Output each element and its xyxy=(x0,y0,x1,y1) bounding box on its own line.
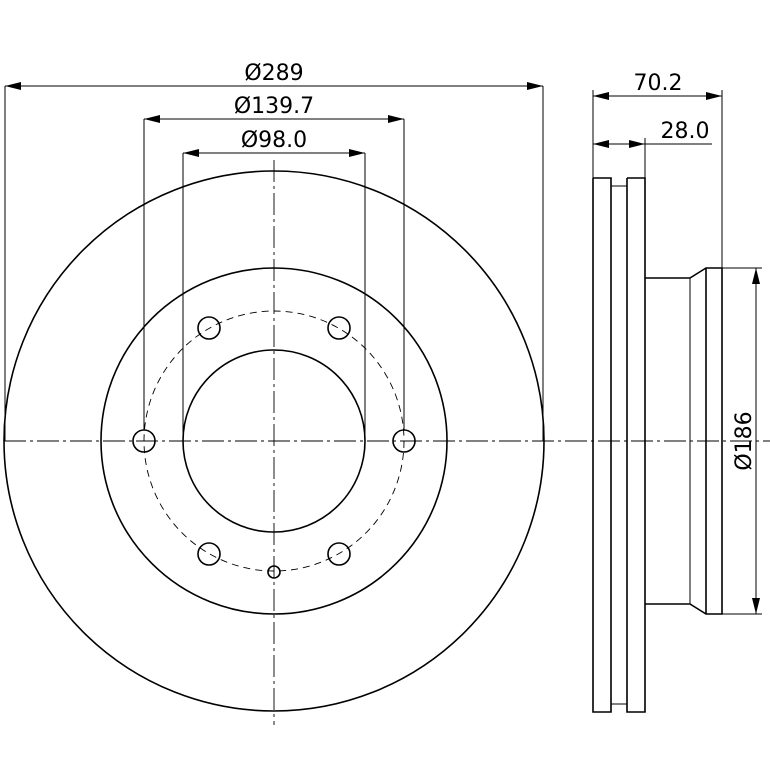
bolt-pitch-circle xyxy=(143,310,405,572)
dimension-hat-diameter: Ø186 xyxy=(722,267,762,615)
bolt-hole xyxy=(327,316,351,340)
outer-disc-edge xyxy=(3,170,545,712)
bolt-hole xyxy=(197,542,221,566)
bolt-hole xyxy=(327,542,351,566)
dimension-disc-thickness: 28.0 xyxy=(593,119,712,178)
front-view: Ø289 Ø139.7 Ø98.0 xyxy=(3,61,770,725)
side-view: 70.2 28.0 Ø186 xyxy=(592,71,762,713)
center-bore-label: Ø98.0 xyxy=(241,128,307,153)
dimension-outer-diameter: Ø289 xyxy=(4,61,544,441)
locating-hole xyxy=(267,565,281,579)
hat-diameter-label: Ø186 xyxy=(732,411,757,470)
dimension-overall-height: 70.2 xyxy=(592,71,723,268)
outer-diameter-label: Ø289 xyxy=(244,61,303,86)
hat-edge xyxy=(100,267,448,615)
bolt-hole xyxy=(197,316,221,340)
bolt-circle-label: Ø139.7 xyxy=(234,94,314,119)
dimension-center-bore: Ø98.0 xyxy=(182,128,366,441)
overall-height-label: 70.2 xyxy=(634,71,683,96)
disc-thickness-label: 28.0 xyxy=(661,119,710,144)
dimension-bolt-circle: Ø139.7 xyxy=(143,94,405,430)
